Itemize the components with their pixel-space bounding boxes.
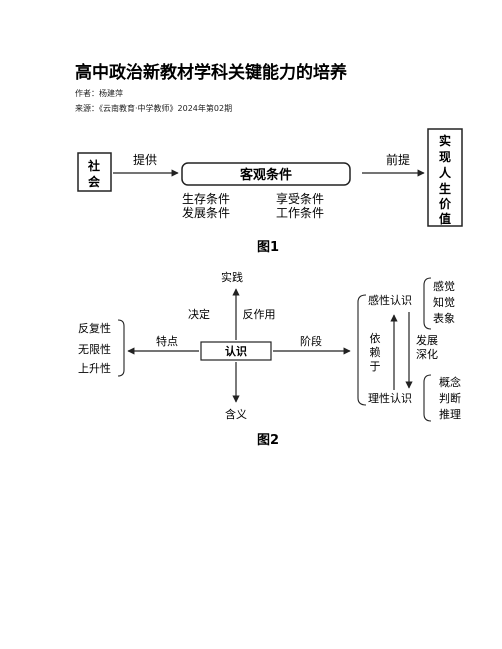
depend-char-3: 于 — [370, 360, 381, 373]
feature-ascending: 上升性 — [78, 361, 111, 375]
rational-concept: 概念 — [439, 375, 461, 389]
premise-label: 前提 — [386, 152, 410, 167]
figure-1: 社 会 提供 客观条件 前提 实 现 人 生 价 值 生存条件 享受条件 发展条… — [77, 128, 463, 255]
stage-label: 阶段 — [300, 334, 322, 348]
develop-label-2: 深化 — [416, 347, 438, 361]
meaning-label: 含义 — [225, 407, 247, 421]
cognition-box — [200, 341, 272, 361]
figure-1-caption: 图1 — [257, 240, 279, 255]
perceptual-bracket — [423, 277, 432, 330]
source-line: 来源：《云南教育·中学教师》2024年第02期 — [75, 104, 233, 113]
feature-bracket — [117, 319, 125, 377]
rational-label: 理性认识 — [368, 391, 412, 405]
cognition-label: 认识 — [225, 344, 247, 358]
rational-bracket — [423, 374, 432, 422]
perceptual-sensation: 感觉 — [433, 280, 455, 293]
rational-judgment: 判断 — [439, 391, 461, 405]
life-value-char-6: 值 — [439, 211, 451, 226]
life-value-char-3: 人 — [439, 165, 452, 180]
stage-bracket — [357, 294, 367, 406]
life-value-char-4: 生 — [439, 181, 451, 196]
objective-conditions-label: 客观条件 — [240, 167, 292, 183]
perceptual-representation: 表象 — [433, 311, 455, 325]
practice-label: 实践 — [221, 270, 243, 284]
figure-2-caption: 图2 — [257, 433, 279, 448]
figure-2: 认识 实践 决定 反作用 含义 特点 反复性 无限性 上升性 阶段 感性认识 理… — [78, 270, 461, 448]
condition-enjoyment: 享受条件 — [276, 191, 324, 206]
page-title: 高中政治新教材学科关键能力的培养 — [75, 63, 347, 83]
condition-development: 发展条件 — [182, 205, 230, 220]
life-value-char-1: 实 — [439, 133, 451, 148]
society-box — [77, 152, 112, 192]
depend-char-1: 依 — [370, 332, 381, 345]
provide-label: 提供 — [133, 152, 157, 167]
depend-char-2: 赖 — [370, 346, 381, 359]
feature-repetitive: 反复性 — [78, 321, 111, 335]
rational-reasoning: 推理 — [439, 407, 461, 421]
feature-infinite: 无限性 — [78, 342, 111, 356]
condition-work: 工作条件 — [276, 206, 324, 220]
life-value-char-2: 现 — [439, 150, 451, 164]
perceptual-label: 感性认识 — [368, 293, 412, 307]
develop-label-1: 发展 — [416, 333, 438, 347]
react-label: 反作用 — [243, 308, 276, 321]
life-value-box — [427, 128, 463, 227]
objective-conditions-box — [181, 162, 351, 186]
author-line: 作者：杨建萍 — [75, 89, 123, 98]
decide-label: 决定 — [188, 307, 210, 321]
condition-survival: 生存条件 — [182, 192, 230, 206]
society-char-1: 社 — [87, 158, 100, 173]
feature-label: 特点 — [156, 334, 178, 348]
life-value-char-5: 价 — [439, 197, 452, 211]
society-char-2: 会 — [88, 174, 101, 189]
perceptual-perception: 知觉 — [433, 295, 455, 309]
